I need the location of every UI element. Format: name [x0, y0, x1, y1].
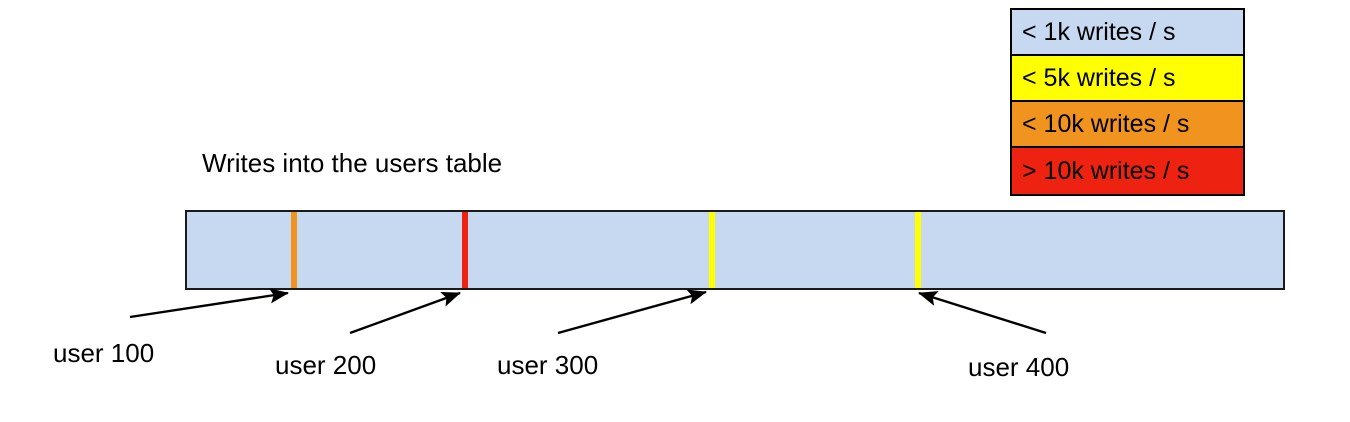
- legend: < 1k writes / s < 5k writes / s < 10k wr…: [1010, 8, 1245, 196]
- legend-row-under-5k: < 5k writes / s: [1012, 56, 1243, 102]
- legend-row-over-10k: > 10k writes / s: [1012, 148, 1243, 194]
- legend-label-over-10k: > 10k writes / s: [1022, 156, 1190, 185]
- arrow-user-100: [129, 288, 289, 319]
- arrow-user-200: [349, 291, 461, 335]
- arrow-user-300: [557, 289, 707, 335]
- legend-row-under-10k: < 10k writes / s: [1012, 102, 1243, 148]
- marker-user-200: [462, 212, 468, 288]
- marker-user-100: [291, 212, 297, 288]
- arrow-user-400: [918, 291, 1047, 335]
- legend-label-under-10k: < 10k writes / s: [1022, 109, 1190, 138]
- label-user-200: user 200: [275, 350, 377, 380]
- legend-row-under-1k: < 1k writes / s: [1012, 10, 1243, 56]
- chart-title: Writes into the users table: [202, 148, 503, 178]
- label-user-400: user 400: [968, 352, 1070, 382]
- label-user-100: user 100: [53, 338, 155, 368]
- marker-user-300: [709, 212, 715, 288]
- users-table-bar: [185, 210, 1285, 290]
- label-user-300: user 300: [497, 350, 599, 380]
- legend-label-under-1k: < 1k writes / s: [1022, 17, 1176, 46]
- marker-user-400: [915, 212, 921, 288]
- legend-label-under-5k: < 5k writes / s: [1022, 63, 1176, 92]
